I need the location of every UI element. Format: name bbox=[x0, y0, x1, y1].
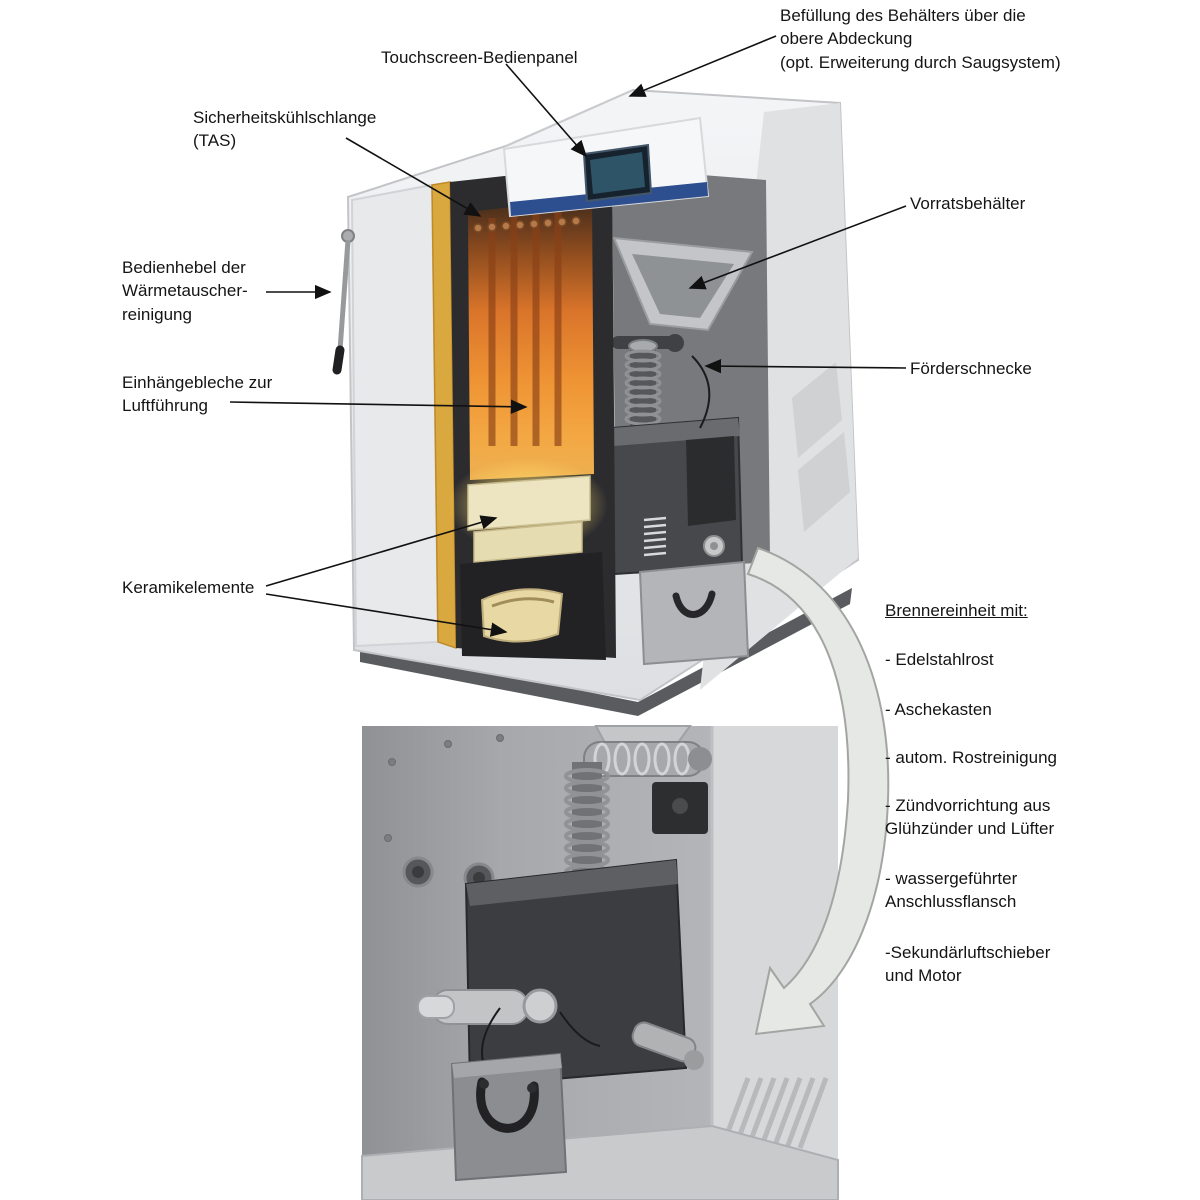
label-brenner-item-sekundaerluft: -Sekundärluftschieber und Motor bbox=[885, 943, 1051, 986]
label-brenner-item-zuendvorrichtung: - Zündvorrichtung aus Glühzünder und Lüf… bbox=[885, 796, 1055, 839]
label-befuellung: Befüllung des Behälters über die obere A… bbox=[780, 6, 1061, 72]
flow-arrow bbox=[746, 546, 890, 1036]
arrow-touchscreen bbox=[505, 63, 588, 158]
arrow-einhaengebleche bbox=[229, 399, 528, 414]
label-kuehlschlange: Sicherheitskühlschlange (TAS) bbox=[193, 108, 377, 151]
label-touchscreen: Touchscreen-Bedienpanel bbox=[381, 48, 578, 67]
arrow-vorratsbehaelter bbox=[688, 205, 907, 290]
label-bedienhebel: Bedienhebel der Wärmetauscher- reinigung bbox=[122, 258, 248, 324]
label-brenner-item-rostreinigung: - autom. Rostreinigung bbox=[885, 748, 1057, 767]
burner-detail-photo bbox=[361, 725, 839, 1200]
label-brennereinheit-heading: Brennereinheit mit: bbox=[885, 601, 1028, 620]
label-keramikelemente: Keramikelemente bbox=[122, 578, 255, 597]
label-foerderschnecke: Förderschnecke bbox=[910, 359, 1032, 378]
label-vorratsbehaelter: Vorratsbehälter bbox=[910, 194, 1026, 213]
annotation-arrows bbox=[229, 35, 907, 637]
arrow-foerderschnecke bbox=[704, 358, 907, 374]
label-einhaengebleche: Einhängebleche zur Luftführung bbox=[122, 373, 273, 416]
arrow-befuellung bbox=[628, 35, 777, 97]
label-brenner-item-aschekasten: - Aschekasten bbox=[885, 700, 992, 719]
arrow-keramik-upper bbox=[265, 515, 498, 587]
boiler-top-view bbox=[332, 88, 860, 716]
arrow-kuehlschlange bbox=[345, 137, 482, 217]
label-brenner-item-anschlussflansch: - wassergeführter Anschlussflansch bbox=[885, 869, 1018, 912]
label-brenner-item-edelstahlrost: - Edelstahlrost bbox=[885, 650, 994, 669]
arrow-keramik-lower bbox=[265, 593, 508, 637]
